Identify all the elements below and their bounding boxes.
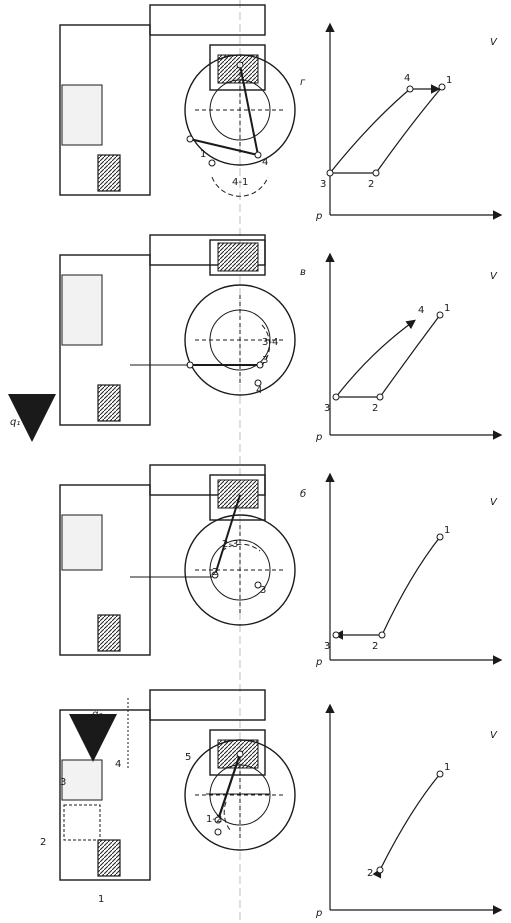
- part-label-2: 2: [40, 837, 46, 848]
- pv-chart-b: p V 1 2 3: [315, 472, 503, 668]
- panel-b-letter: б: [300, 488, 306, 500]
- pv-chart-g: p V 1 2 3 4: [315, 22, 503, 222]
- point-v-4: 4: [418, 305, 424, 316]
- point-b-1: 1: [444, 525, 450, 536]
- part-label-5: 5: [185, 752, 191, 763]
- axis-p-a: p: [315, 908, 322, 919]
- point-g-3: 3: [320, 179, 326, 190]
- point-b-3: 3: [324, 641, 330, 652]
- point-a-1: 1: [444, 762, 450, 773]
- panel-g: г 4 1 4-1 p V 1 2 3 4: [59, 4, 503, 222]
- point-g-4-mech: 4: [262, 157, 268, 168]
- point-v-2: 2: [372, 403, 378, 414]
- axis-v-a: V: [490, 730, 498, 741]
- phase-label-b: 2-3: [222, 539, 238, 550]
- panel-a: a q₂ 1 2 3 4 5 1-2 p V 2 1: [40, 689, 503, 919]
- panel-v: в q₁ 3 4 3-4 p V 1 2 3 4: [8, 234, 503, 443]
- point-g-1-mech: 1: [200, 149, 206, 160]
- phase-label-v: 3-4: [262, 337, 278, 348]
- panel-v-letter: в: [300, 267, 306, 278]
- panel-b: б 2 3 2-3 p V 1 2 3: [59, 464, 503, 668]
- axis-v-v: V: [490, 271, 498, 282]
- panel-g-letter: г: [300, 77, 306, 88]
- point-g-4: 4: [404, 73, 410, 84]
- axis-p-b: p: [315, 657, 322, 668]
- point-v-4-mech: 4: [256, 385, 262, 396]
- point-v-3-mech: 3: [262, 355, 268, 366]
- engine-diagram-b: [59, 464, 296, 656]
- point-g-1: 1: [446, 75, 452, 86]
- point-g-2: 2: [368, 179, 374, 190]
- engine-diagram-v: [59, 234, 296, 426]
- axis-p-v: p: [315, 432, 322, 443]
- part-label-3: 3: [60, 777, 66, 788]
- pv-chart-a: p V 2 1: [315, 703, 503, 919]
- heat-label-a: q₂: [92, 709, 102, 720]
- engine-diagram-a: [59, 689, 296, 881]
- axis-p-g: p: [315, 211, 322, 222]
- engine-diagram-g: [59, 4, 296, 197]
- heat-label-v: q₁: [10, 417, 20, 428]
- point-a-2: 2: [367, 868, 373, 879]
- pv-chart-v: p V 1 2 3 4: [315, 252, 503, 443]
- part-label-1: 1: [98, 894, 104, 905]
- part-label-4: 4: [115, 759, 121, 770]
- point-v-1: 1: [444, 303, 450, 314]
- point-b-3-mech: 3: [260, 585, 266, 596]
- point-b-2: 2: [372, 641, 378, 652]
- point-v-3: 3: [324, 403, 330, 414]
- phase-label-g: 4-1: [232, 177, 248, 188]
- phase-label-a: 1-2: [206, 814, 222, 825]
- axis-v-b: V: [490, 497, 498, 508]
- axis-v-g: V: [490, 37, 498, 48]
- point-b-2-mech: 2: [212, 567, 218, 578]
